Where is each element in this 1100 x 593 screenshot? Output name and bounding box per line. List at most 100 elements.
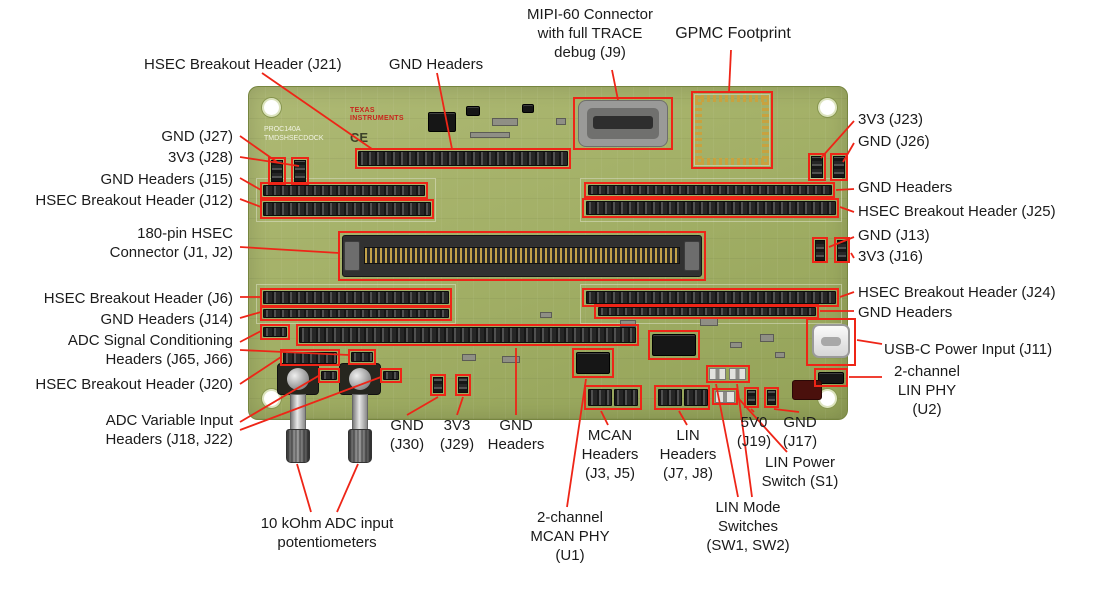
- lin-mode-switch-sw2: [729, 368, 746, 380]
- callout-3v3-j29: 3V3 (J29): [439, 417, 475, 454]
- callout-hsec-180: 180-pin HSEC Connector (J1, J2): [109, 225, 233, 262]
- highlight-j30: [430, 374, 446, 396]
- smd-component: [730, 342, 742, 348]
- lin-phy-u2-ic: [818, 372, 844, 384]
- callout-gnd-j30: GND (J30): [389, 417, 425, 454]
- header-j17: [767, 390, 776, 405]
- header-j29: [458, 377, 468, 393]
- smd-component: [540, 312, 552, 318]
- smd-component: [556, 118, 566, 125]
- silk-outline: [256, 178, 436, 222]
- highlight-j22: [380, 368, 402, 383]
- highlight-lin-headers: [654, 385, 710, 410]
- header-j6: [263, 291, 449, 304]
- callout-gnd-headers-j15: GND Headers (J15): [100, 171, 233, 188]
- highlight-lin-circuit: [648, 330, 700, 360]
- highlight-j29: [455, 374, 471, 396]
- leader-j27: [239, 135, 278, 163]
- highlight-j13: [812, 237, 828, 263]
- leader-j23: [820, 120, 855, 159]
- silk-outline: [256, 284, 456, 324]
- leader-pot1: [296, 463, 312, 513]
- highlight-j21: [355, 148, 571, 169]
- highlight-mipi60: [573, 97, 673, 150]
- header-j13: [815, 240, 825, 261]
- header-j19: [747, 390, 756, 405]
- leader-j14: [239, 311, 262, 319]
- highlight-j24: [582, 288, 839, 307]
- header-j66: [351, 352, 373, 362]
- highlight-lin-mode-switches: [706, 365, 750, 383]
- leader-j30: [406, 396, 439, 416]
- leader-gnd-right-top: [835, 188, 855, 191]
- header-j8: [684, 389, 708, 406]
- header-j30: [433, 377, 443, 393]
- highlight-j19: [744, 387, 759, 408]
- header-j18: [321, 371, 337, 380]
- leader-hsec180: [239, 246, 340, 254]
- header-j26: [833, 156, 845, 178]
- leader-j66: [239, 349, 350, 356]
- highlight-j23: [808, 153, 826, 181]
- callout-mipi60: MIPI-60 Connector with full TRACE debug …: [527, 6, 653, 62]
- highlight-j27: [268, 157, 286, 185]
- callout-mcan-phy-u1: 2-channel MCAN PHY (U1): [530, 509, 610, 565]
- leader-j26: [842, 142, 855, 163]
- mounting-hole: [820, 391, 835, 406]
- leader-j18: [239, 374, 321, 423]
- leader-j24: [839, 291, 855, 298]
- leader-j65: [239, 330, 262, 343]
- callout-lin-power-switch: LIN Power Switch (S1): [761, 454, 839, 491]
- leader-u1: [566, 378, 587, 508]
- potentiometer-2-nut: [349, 368, 371, 390]
- highlight-usbc: [806, 318, 856, 366]
- leader-j19: [750, 408, 755, 413]
- leader-j28: [239, 156, 300, 167]
- smd-component: [492, 118, 518, 126]
- lin-circuit-ic: [652, 334, 696, 356]
- smd-component: [760, 334, 774, 342]
- hsec-clip: [344, 241, 360, 271]
- leader-j29: [456, 396, 464, 416]
- hsec-gold-pins: [364, 247, 680, 264]
- leader-s1: [738, 398, 788, 453]
- header-j15: [263, 185, 425, 196]
- callout-hsec-j6: HSEC Breakout Header (J6): [43, 290, 233, 307]
- board-id-silkscreen: PROC140A TMDSHSECDOCK: [264, 126, 324, 142]
- callout-gnd-j27: GND (J27): [161, 128, 233, 145]
- gpmc-footprint: [694, 94, 770, 166]
- highlight-j28: [291, 157, 309, 185]
- smd-component: [470, 132, 510, 138]
- highlight-mcan-headers: [584, 385, 642, 410]
- highlight-gnd-right-top: [584, 182, 835, 198]
- leader-sw2: [736, 383, 753, 498]
- callout-usbc: USB-C Power Input (J11): [884, 341, 1053, 358]
- mipi60-connector-slot: [593, 116, 653, 129]
- header-gnd-right-bottom: [598, 307, 816, 316]
- callout-lin-headers: LIN Headers (J7, J8): [659, 427, 717, 483]
- callout-5v0-j19: 5V0 (J19): [736, 414, 772, 451]
- callout-3v3-j28: 3V3 (J28): [167, 149, 233, 166]
- header-j7: [658, 389, 682, 406]
- header-j21: [358, 151, 568, 166]
- callout-3v3-j23: 3V3 (J23): [858, 111, 924, 128]
- header-j3: [588, 389, 612, 406]
- highlight-u1: [572, 348, 614, 378]
- callout-adc-cond: ADC Signal Conditioning Headers (J65, J6…: [67, 332, 233, 369]
- header-gnd-right-top: [588, 185, 832, 195]
- header-j12: [263, 202, 431, 216]
- header-j25: [586, 201, 836, 215]
- callout-adc-var: ADC Variable Input Headers (J18, J22): [105, 412, 233, 449]
- leader-gpmc: [728, 49, 732, 93]
- leader-lin-headers: [678, 410, 688, 426]
- highlight-j15: [260, 182, 428, 199]
- callout-gnd-headers-right-bottom: GND Headers: [858, 304, 953, 321]
- highlight-long-row: [296, 324, 639, 346]
- highlight-j25: [582, 198, 839, 218]
- highlight-j26: [830, 153, 848, 181]
- header-j14: [263, 309, 449, 318]
- leader-gnd-top: [436, 72, 453, 150]
- highlight-gpmc: [691, 91, 773, 169]
- leader-j17: [773, 408, 800, 413]
